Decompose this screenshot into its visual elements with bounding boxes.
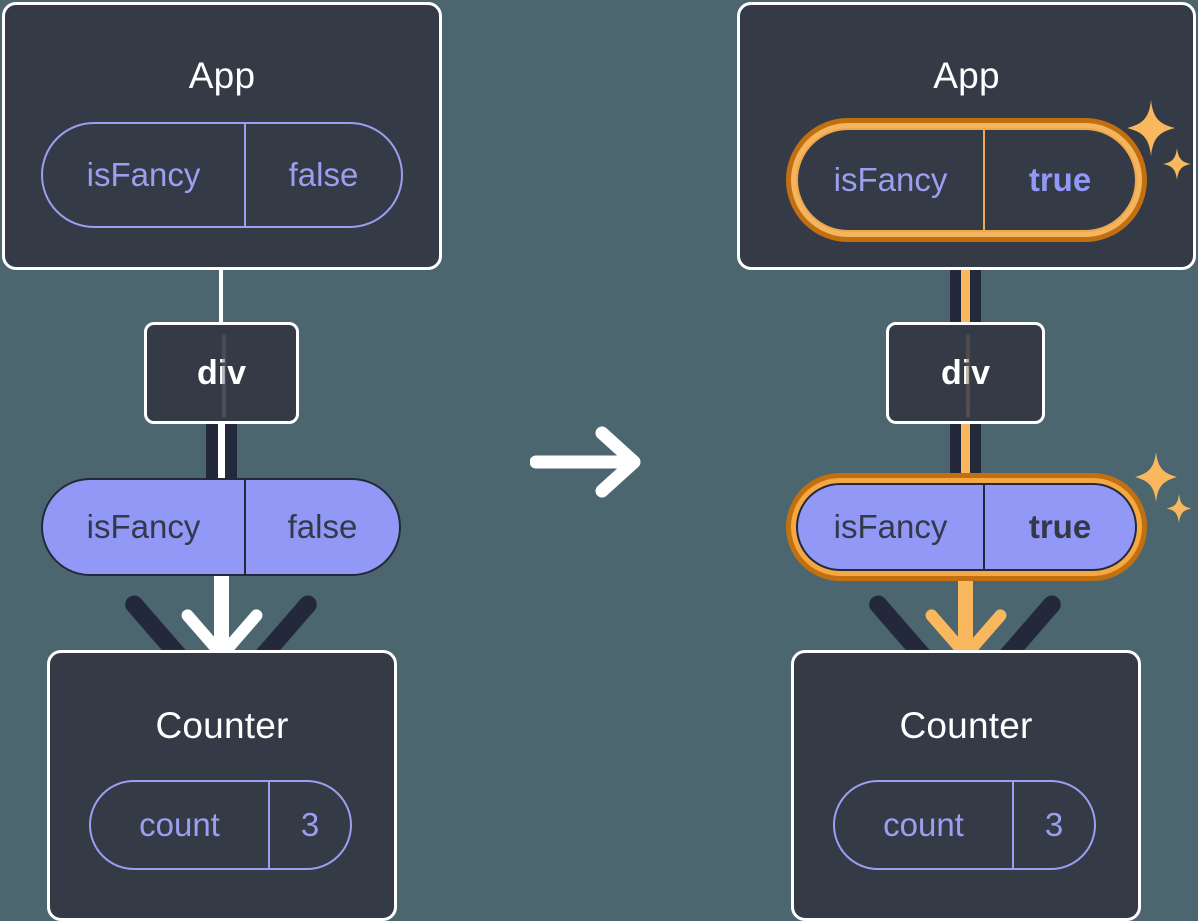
app-state-pill-divider-before: [244, 124, 246, 226]
sparkles-props-after: [1134, 450, 1194, 530]
counter-state-pill-divider-after: [1012, 782, 1014, 868]
div-box-before: div: [144, 322, 299, 424]
connector-div-to-props-left-white: [218, 420, 225, 482]
counter-state-pill-value-before: 3: [300, 806, 320, 843]
app-state-pill-before: isFancy false: [41, 122, 403, 228]
counter-state-pill-key-before: count: [139, 806, 220, 843]
app-state-pill-divider-after: [983, 130, 985, 230]
arrow-right-icon: [529, 426, 641, 498]
app-title-before: App: [188, 55, 256, 96]
arrow-shaft-orange-after: [958, 570, 973, 652]
counter-state-pill-after: count 3: [833, 780, 1096, 870]
div-box-after: div: [886, 322, 1045, 424]
arrow-shaft-white-before: [214, 570, 229, 652]
div-label-before: div: [196, 353, 247, 392]
props-pill-key-after: isFancy: [833, 508, 948, 545]
transition-arrow-icon: [529, 425, 650, 500]
connector-app-to-div-left: [219, 262, 223, 322]
props-pill-key-before: isFancy: [86, 508, 201, 545]
counter-box-before: Counter: [47, 650, 397, 921]
counter-title-before: Counter: [155, 705, 289, 746]
div-ghost-line-before: [222, 335, 226, 417]
counter-state-pill-divider-before: [268, 782, 270, 868]
app-state-pill-key-after: isFancy: [833, 161, 948, 198]
div-label-after: div: [940, 353, 991, 392]
app-title-after: App: [933, 55, 1000, 96]
sparkles-app-after: [1125, 98, 1195, 190]
props-pill-value-after: true: [1028, 508, 1092, 545]
counter-state-pill-value-after: 3: [1044, 806, 1064, 843]
counter-box-after: Counter: [791, 650, 1141, 921]
app-state-pill-after: isFancy true: [796, 128, 1137, 232]
props-pill-after: isFancy true: [796, 483, 1137, 571]
counter-title-after: Counter: [899, 705, 1033, 746]
app-state-pill-value-before: false: [288, 156, 359, 193]
sparkle-icon: [1135, 452, 1192, 523]
app-state-pill-value-after: true: [1028, 161, 1092, 198]
sparkle-icon: [1127, 100, 1191, 180]
app-state-pill-highlight-ring-after: isFancy true: [786, 118, 1147, 242]
props-pill-divider-after: [983, 485, 985, 569]
props-pill-value-before: false: [287, 508, 358, 545]
app-state-pill-key-before: isFancy: [86, 156, 201, 193]
div-ghost-line-after: [966, 335, 970, 417]
counter-state-pill-key-after: count: [883, 806, 964, 843]
counter-state-pill-before: count 3: [89, 780, 352, 870]
connector-div-to-props-right-orange: [961, 420, 970, 482]
props-pill-highlight-ring-after: isFancy true: [786, 473, 1147, 581]
props-pill-before: isFancy false: [41, 478, 401, 576]
props-pill-divider-before: [244, 480, 246, 574]
